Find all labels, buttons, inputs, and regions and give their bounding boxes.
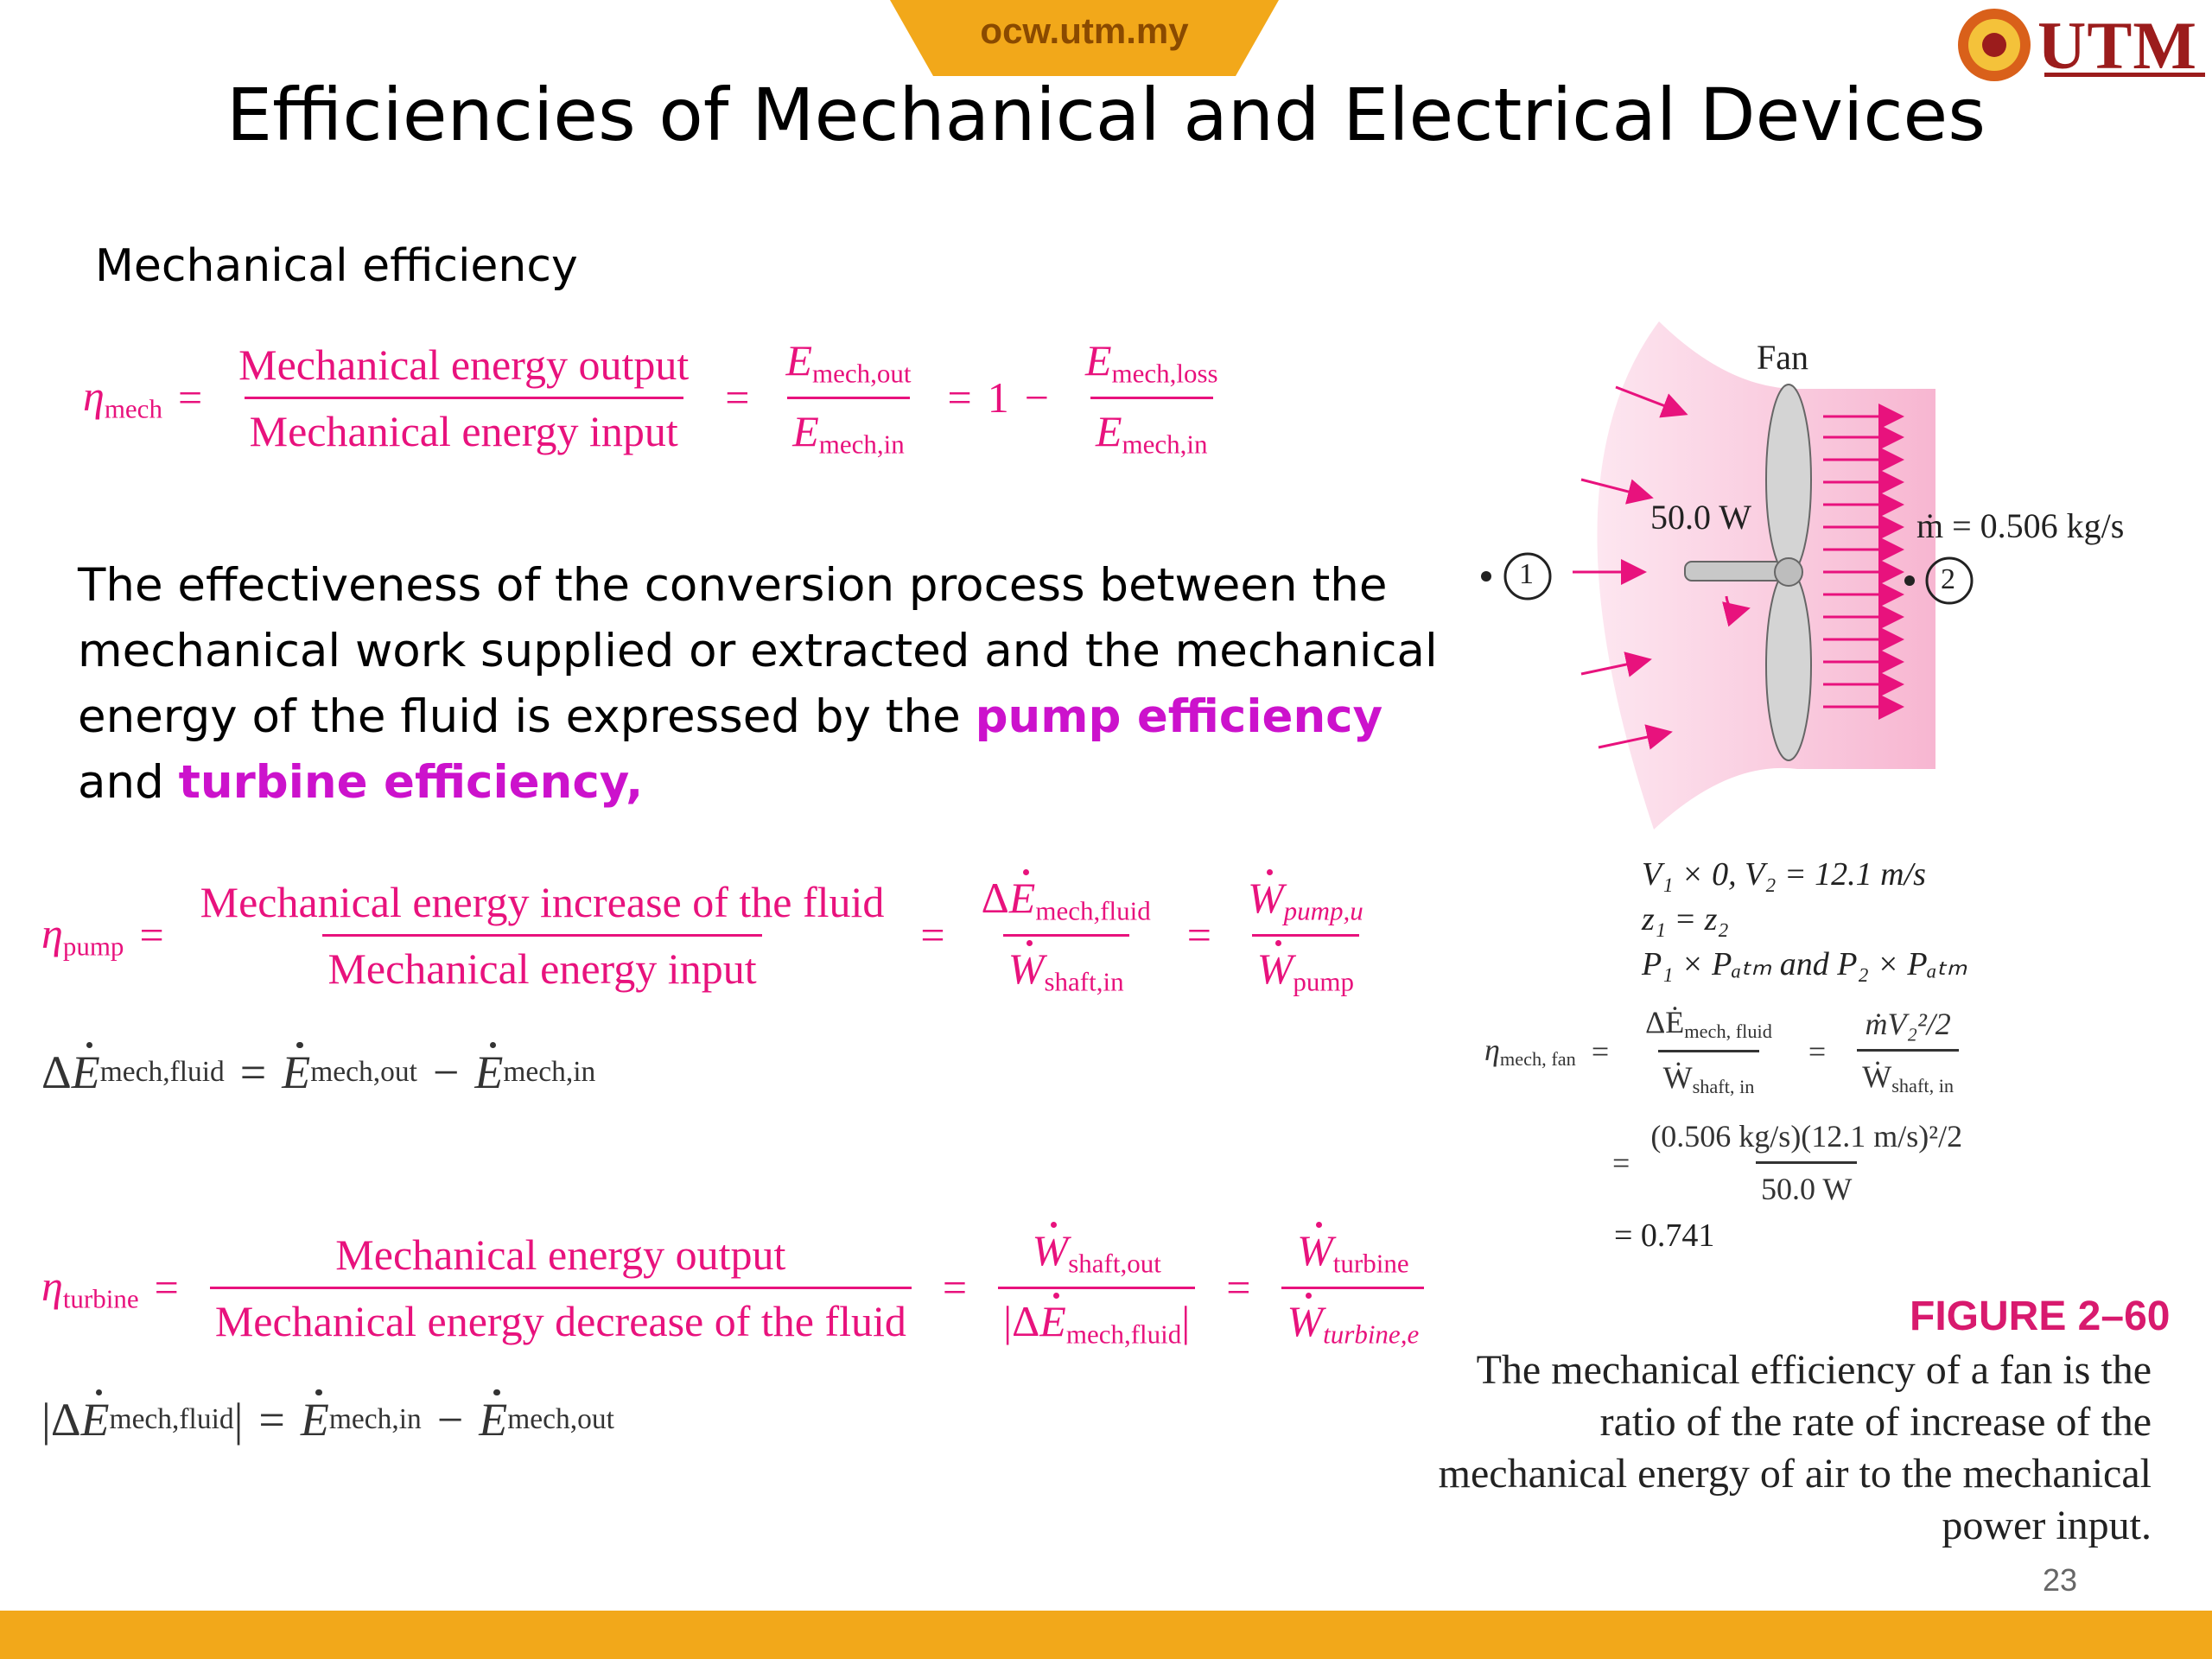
eq-pump-efficiency: ηpump = Mechanical energy increase of th… — [41, 869, 1384, 997]
eta-mech: ηmech — [83, 371, 162, 424]
logo-underline — [2044, 73, 2205, 77]
cond-pressure: P₁ × Pₐₜₘ and P₂ × Pₐₜₘ — [1642, 946, 1967, 982]
frac-e-loss-in: Emech,loss Emech,in — [1084, 336, 1218, 460]
frac-turbine-turbine-e: Wturbine Wturbine,e — [1281, 1222, 1425, 1350]
slide-title: Efficiencies of Mechanical and Electrica… — [226, 73, 1986, 157]
point-2-circle — [1925, 556, 1974, 605]
section-heading-mech: Mechanical efficiency — [95, 240, 578, 292]
footer-bar — [0, 1611, 2212, 1659]
eta-pump: ηpump — [41, 908, 124, 962]
eq-turbine-efficiency: ηturbine = Mechanical energy output Mech… — [41, 1222, 1440, 1350]
point-1-circle — [1503, 552, 1552, 601]
site-banner: ocw.utm.my — [890, 0, 1279, 78]
effectiveness-paragraph: The effectiveness of the conversion proc… — [78, 559, 1438, 809]
logo-text: UTM — [2037, 8, 2197, 83]
eta-turbine: ηturbine — [41, 1261, 139, 1314]
eq-mech-efficiency: ηmech = Mechanical energy output Mechani… — [83, 335, 1239, 460]
fig-conditions: V₁ × 0, V₂ = 12.1 m/s z₁ = z₂ P₁ × Pₐₜₘ … — [1642, 852, 1967, 987]
fan-figure: Fan 50.0 W ṁ = 0.506 kg/s 1 2 — [1469, 311, 2212, 864]
point-2-label: 2 — [1941, 563, 1955, 595]
turbine-efficiency-highlight: turbine efficiency — [178, 756, 626, 809]
cond-height: z₁ = z₂ — [1642, 901, 1729, 938]
frac-turbine-words: Mechanical energy output Mechanical ener… — [209, 1230, 912, 1346]
frac-e-out-in: Emech,out Emech,in — [785, 336, 912, 460]
cond-velocity: V₁ × 0, V₂ = 12.1 m/s — [1642, 856, 1926, 893]
utm-logo: UTM — [1955, 5, 2205, 85]
mass-flow-label: ṁ = 0.506 kg/s — [1916, 506, 2125, 545]
point-1-label: 1 — [1519, 558, 1534, 590]
fan-label: Fan — [1757, 338, 1808, 377]
page-number: 23 — [2043, 1562, 2078, 1598]
frac-pump-u-pump: Wpump,u Wpump — [1247, 869, 1363, 997]
fig-eta-fan-eq: ηmech, fan = ΔĖmech, fluid Ẇshaft, in = … — [1484, 1004, 1974, 1098]
frac-words: Mechanical energy output Mechanical ener… — [238, 340, 690, 455]
frac-pump-fluid-shaft: ΔEmech,fluid Wshaft,in — [981, 869, 1151, 997]
outlet-arrows — [1823, 404, 1904, 720]
utm-crest-icon — [1958, 9, 2031, 81]
figure-caption: The mechanical efficiency of a fan is th… — [1438, 1347, 2152, 1548]
point-1-dot — [1481, 571, 1491, 582]
pump-efficiency-highlight: pump efficiency — [975, 690, 1383, 743]
figure-label: FIGURE 2–60 — [1910, 1294, 2171, 1339]
inlet-arrows — [1573, 385, 1688, 750]
frac-turbine-shaft-fluid: Wshaft,out |ΔEmech,fluid| — [998, 1222, 1196, 1350]
fan-diagram — [1481, 321, 1974, 830]
fig-result: = 0.741 — [1614, 1217, 1715, 1254]
fig-calc-eq: = (0.506 kg/s)(12.1 m/s)²/2 50.0 W — [1612, 1119, 1963, 1206]
site-url: ocw.utm.my — [980, 10, 1189, 51]
frac-pump-words: Mechanical energy increase of the fluid … — [200, 877, 885, 993]
fan-blades-icon — [1684, 384, 1812, 761]
point-2-dot — [1904, 575, 1915, 586]
power-label: 50.0 W — [1650, 498, 1752, 537]
site-banner-shape — [890, 0, 1279, 76]
